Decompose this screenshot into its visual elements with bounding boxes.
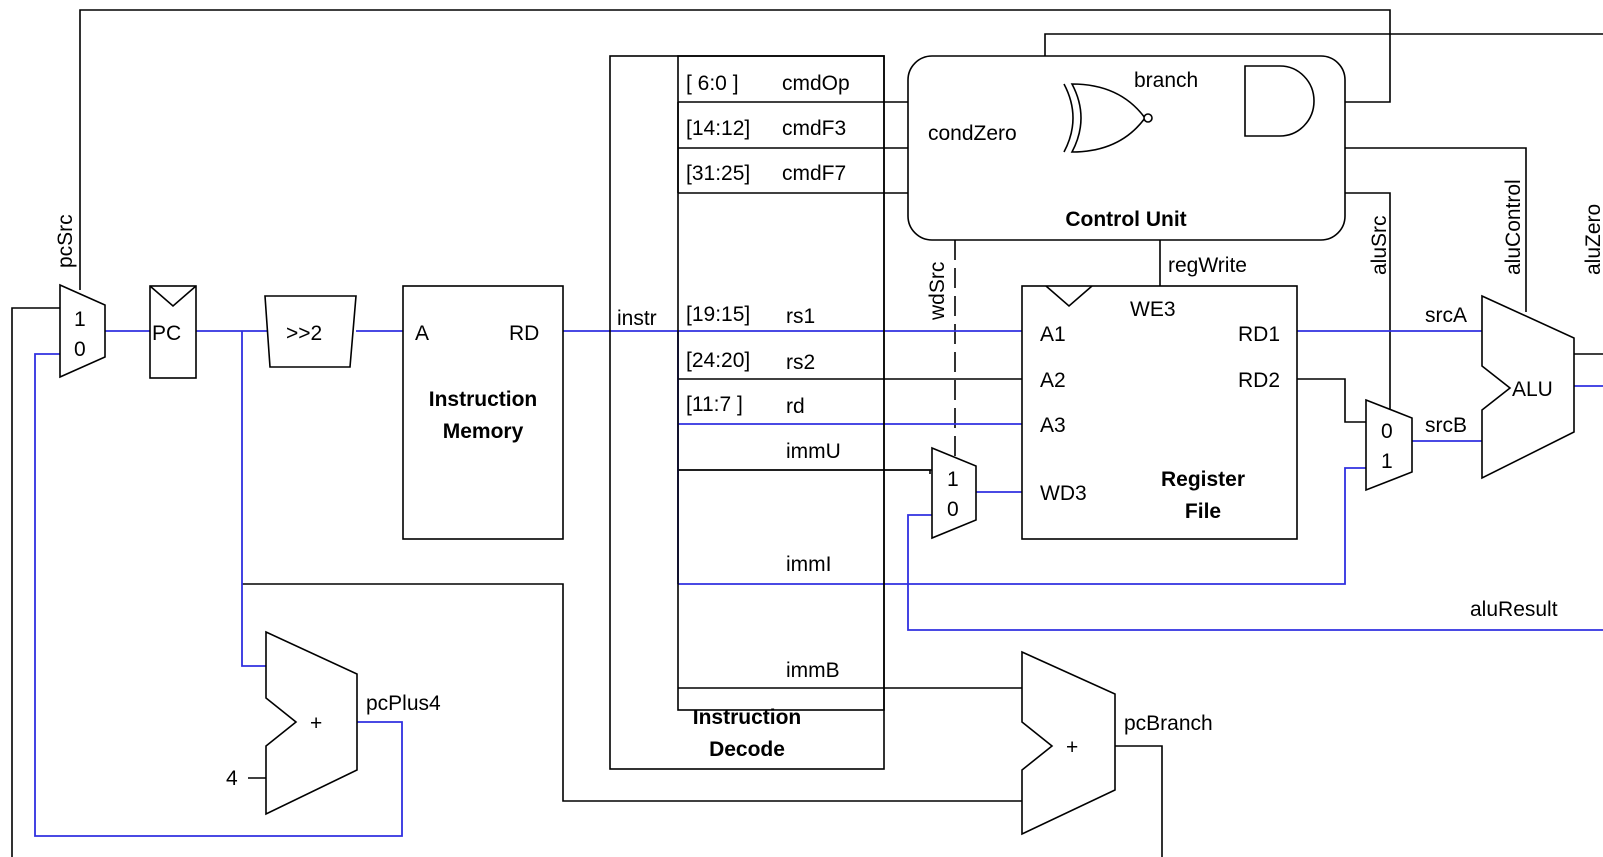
imem-port-a: A: [415, 322, 429, 345]
shift-right-2: >>2: [264, 295, 357, 368]
regfile-we3: WE3: [1130, 298, 1176, 321]
pcsrc-label: pcSrc: [54, 214, 77, 268]
xnor-gate: [1063, 83, 1153, 153]
alu-mux-input-0: 0: [1381, 420, 1393, 443]
regwrite-label: regWrite: [1168, 254, 1247, 277]
regfile-a2: A2: [1040, 369, 1066, 392]
branch-label: branch: [1134, 69, 1198, 92]
field-immu: immU: [786, 440, 841, 463]
wd-mux-input-0: 0: [947, 498, 959, 521]
alu-mux-input-1: 1: [1381, 450, 1393, 473]
regfile-title-line1: Register: [1161, 468, 1245, 491]
regfile-a3: A3: [1040, 414, 1066, 437]
field-bits-cmdf3: [14:12]: [686, 117, 750, 140]
decode-title-line1: Instruction: [693, 706, 802, 729]
shift-label: >>2: [286, 322, 322, 345]
field-rs2: rs2: [786, 351, 815, 374]
pc-mux-input-0: 0: [74, 338, 86, 361]
instruction-memory: A RD Instruction Memory: [402, 285, 564, 540]
instruction-decode: [ 6:0 ] cmdOp [14:12] cmdF3 [31:25] cmdF…: [609, 55, 885, 770]
pc-mux: 1 0: [59, 283, 106, 379]
regfile-title-line2: File: [1185, 500, 1221, 523]
regfile-rd1: RD1: [1238, 323, 1280, 346]
srcb-label: srcB: [1425, 414, 1467, 437]
pc-plus4-adder-symbol: +: [310, 712, 322, 735]
constant-4: 4: [226, 767, 238, 790]
branch-adder-symbol: +: [1066, 736, 1078, 759]
regfile-rd2: RD2: [1238, 369, 1280, 392]
pc-plus4-adder: +: [265, 630, 358, 816]
pc-label: PC: [152, 322, 181, 345]
wd-mux: 1 0: [931, 446, 977, 540]
srca-label: srcA: [1425, 304, 1467, 327]
field-bits-rd: [11:7 ]: [686, 393, 743, 416]
field-immb: immB: [786, 659, 840, 682]
field-bits-rs1: [19:15]: [686, 303, 750, 326]
alu-src-mux: 0 1: [1365, 398, 1413, 492]
field-immi: immI: [786, 553, 832, 576]
field-cmdf7: cmdF7: [782, 162, 846, 185]
wd-mux-input-1: 1: [947, 468, 959, 491]
alucontrol-label: aluControl: [1502, 179, 1525, 275]
regfile-a1: A1: [1040, 323, 1066, 346]
alusrc-label: aluSrc: [1368, 215, 1391, 275]
imem-title-line1: Instruction: [429, 388, 538, 411]
field-cmdf3: cmdF3: [782, 117, 846, 140]
control-wires: [11, 9, 1603, 857]
field-rd: rd: [786, 395, 805, 418]
control-unit: Control Unit branch condZero: [907, 55, 1346, 241]
pc-register: PC: [149, 285, 197, 379]
alu: ALU: [1481, 294, 1575, 480]
and-gate: [1244, 65, 1315, 137]
field-bits-cmdf7: [31:25]: [686, 162, 750, 185]
pc-mux-input-1: 1: [74, 308, 86, 331]
register-file: WE3 A1 A2 A3 WD3 RD1 RD2 Register File: [1021, 285, 1298, 540]
field-bits-rs2: [24:20]: [686, 349, 750, 372]
alu-label: ALU: [1512, 378, 1553, 401]
aluzero-label: aluZero: [1582, 204, 1603, 275]
pcplus4-label: pcPlus4: [366, 692, 441, 715]
condzero-label: condZero: [928, 122, 1017, 145]
imem-port-rd: RD: [509, 322, 539, 345]
wdsrc-label: wdSrc: [926, 262, 949, 321]
aluresult-label: aluResult: [1470, 598, 1558, 621]
field-cmdop: cmdOp: [782, 72, 850, 95]
field-bits-cmdop: [ 6:0 ]: [686, 72, 739, 95]
instr-label: instr: [617, 307, 657, 330]
field-rs1: rs1: [786, 305, 815, 328]
branch-adder: +: [1021, 650, 1116, 836]
control-unit-title: Control Unit: [1065, 208, 1186, 231]
decode-title-line2: Decode: [709, 738, 785, 761]
imem-title-line2: Memory: [443, 420, 524, 443]
pcbranch-label: pcBranch: [1124, 712, 1213, 735]
regfile-wd3: WD3: [1040, 482, 1087, 505]
